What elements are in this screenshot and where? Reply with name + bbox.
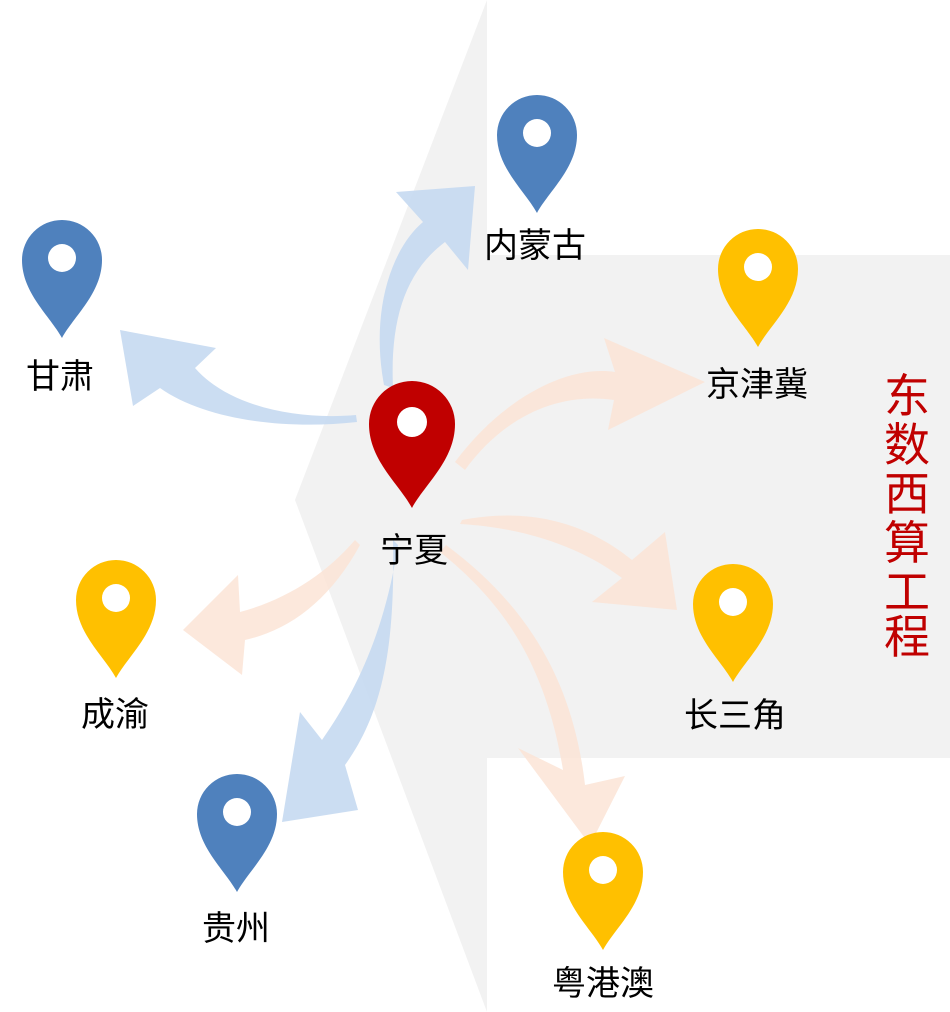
title-char: 工 [884, 565, 930, 619]
center-label: 宁夏 [380, 531, 448, 571]
vertical-title: 东 数 西 算 工 程 [884, 369, 930, 664]
yuegangao-label: 粤港澳 [552, 964, 654, 1004]
arrow-to-neimenggu [379, 186, 475, 388]
title-char: 西 [884, 467, 930, 521]
chengyu-pin-icon [76, 560, 156, 678]
arrow-to-jingjinji [455, 338, 705, 470]
gansu-pin-icon [22, 220, 102, 338]
yuegangao-pin-icon [563, 832, 643, 950]
arrow-to-changsanjiao [460, 515, 677, 610]
neimenggu-pin-icon [497, 95, 577, 213]
arrow-to-chengyu [183, 540, 360, 675]
arrow-to-gansu [120, 330, 357, 425]
west-background-band [295, 0, 487, 1012]
title-char: 东 [884, 369, 930, 423]
guizhou-label: 贵州 [202, 909, 270, 949]
changsanjiao-label: 长三角 [684, 696, 786, 736]
gansu-label: 甘肃 [26, 357, 94, 397]
center-pin-icon [369, 381, 455, 508]
east-background-band [487, 255, 950, 758]
title-char: 算 [884, 516, 930, 570]
title-char: 数 [884, 418, 930, 472]
neimenggu-label: 内蒙古 [484, 226, 586, 266]
guizhou-pin-icon [197, 774, 277, 892]
chengyu-label: 成渝 [81, 695, 149, 735]
title-char: 程 [884, 610, 930, 664]
arrow-to-yuegangao [440, 545, 625, 845]
jingjinji-label: 京津冀 [706, 365, 808, 405]
arrow-to-guizhou [282, 540, 398, 822]
